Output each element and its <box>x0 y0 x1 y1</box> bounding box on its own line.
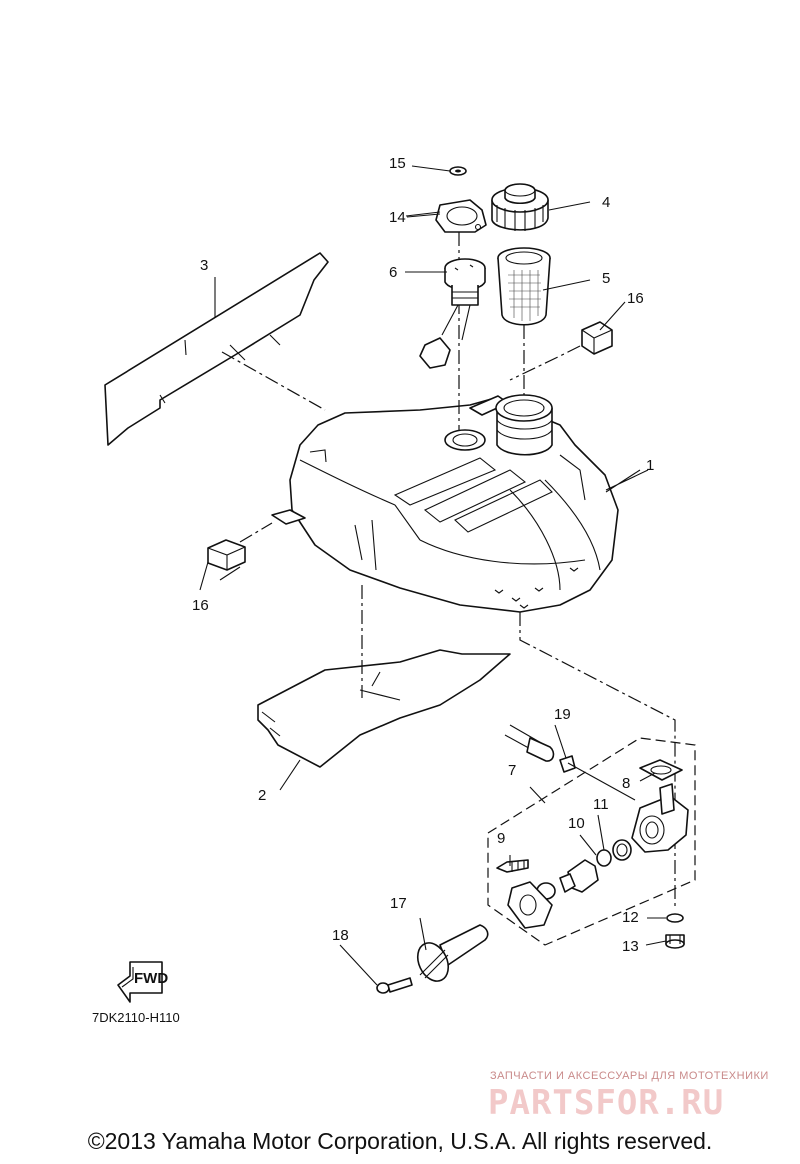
callout-14: 14 <box>389 209 406 226</box>
part-16-damper-lower <box>207 539 246 571</box>
callout-6: 6 <box>389 264 397 281</box>
part-5-strainer <box>497 247 551 326</box>
callout-11: 11 <box>593 796 609 813</box>
part-4-filler-cap <box>491 183 549 231</box>
callout-4: 4 <box>602 194 610 211</box>
fwd-arrow-icon: FWD <box>117 961 168 1003</box>
part-3-upper-panel <box>104 252 329 446</box>
part-17-cock-knob <box>416 924 489 982</box>
diagram-code: 7DK2110-H110 <box>92 1010 180 1025</box>
callout-15: 15 <box>389 155 406 172</box>
part-15-washer <box>449 166 467 176</box>
part-18-screw <box>376 977 413 994</box>
part-13-bolt <box>665 934 685 949</box>
part-16-damper-upper <box>581 321 613 355</box>
callout-9: 9 <box>497 830 505 847</box>
watermark-brand: PARTSFOR.RU <box>488 1083 725 1123</box>
callout-8: 8 <box>622 775 630 792</box>
callout-1: 1 <box>646 457 654 474</box>
callout-3: 3 <box>200 257 208 274</box>
callout-2: 2 <box>258 787 266 804</box>
part-14-gasket <box>435 199 487 233</box>
callout-5: 5 <box>602 270 610 287</box>
callout-10: 10 <box>568 815 585 832</box>
callout-19: 19 <box>554 706 571 723</box>
callout-7: 7 <box>508 762 516 779</box>
part-12-washer <box>666 913 684 923</box>
callout-17: 17 <box>390 895 407 912</box>
copyright-notice: ©2013 Yamaha Motor Corporation, U.S.A. A… <box>87 1128 713 1154</box>
callout-13: 13 <box>622 938 639 955</box>
part-6-fuel-sender <box>419 258 486 369</box>
callout-18: 18 <box>332 927 349 944</box>
callout-16-lower: 16 <box>192 597 209 614</box>
part-1-fuel-tank <box>271 394 619 613</box>
watermark-tagline: ЗАПЧАСТИ И АКСЕССУАРЫ ДЛЯ МОТОТЕХНИКИ <box>490 1070 769 1082</box>
part-2-lower-panel <box>257 649 511 768</box>
callout-16-upper: 16 <box>627 290 644 307</box>
callout-12: 12 <box>622 909 639 926</box>
part-7-fuel-cock-assembly <box>487 724 696 946</box>
fwd-label: FWD <box>134 970 168 987</box>
